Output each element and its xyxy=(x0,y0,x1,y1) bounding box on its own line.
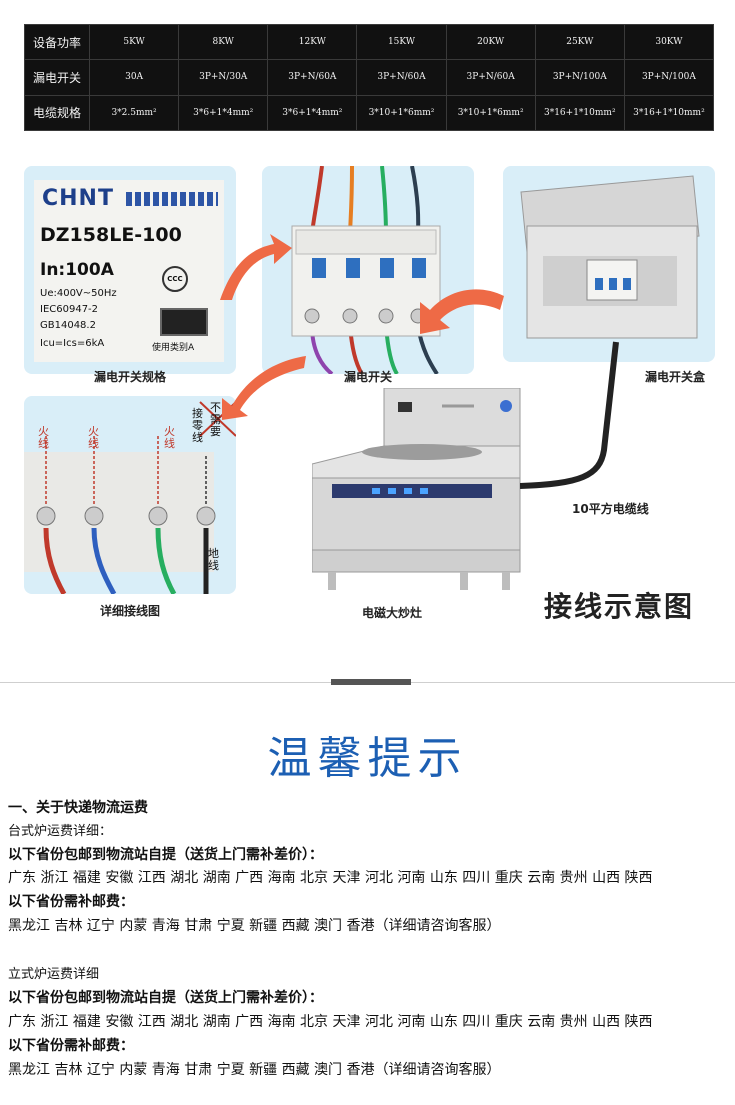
spec-row-label: 漏电开关 xyxy=(24,59,90,96)
label-breaker: 漏电开关 xyxy=(343,370,392,384)
spec-cell: 3*2.5mm² xyxy=(88,94,180,132)
wiring-detail-illustration xyxy=(24,401,236,594)
spec-cell: 3*6+1*4mm² xyxy=(178,94,269,132)
arrow-icon xyxy=(420,289,504,334)
spec-cell: 3*16+1*10mm² xyxy=(623,94,715,132)
label-stove: 电磁大炒灶 xyxy=(361,606,422,620)
spec-cell: 15KW xyxy=(356,23,447,61)
breaker-nameplate: CHNT DZ158LE-100 In:100A CCC Ue:400V~50H… xyxy=(34,180,224,362)
paid-shipping-provinces: 黑龙江 吉林 辽宁 内蒙 青海 甘肃 宁夏 新疆 西藏 澳门 香港（详细请咨询客… xyxy=(8,918,501,934)
spec-cell: 3P+N/60A xyxy=(267,59,358,96)
indicator-window xyxy=(160,308,208,336)
paid-shipping-heading: 以下省份需补邮费： xyxy=(8,1038,134,1054)
spec-cell: 3*6+1*4mm² xyxy=(267,94,358,132)
not-needed-mark: 不需要 xyxy=(210,401,221,438)
spec-cell: 3P+N/60A xyxy=(356,59,447,96)
panel-breaker xyxy=(262,166,474,374)
shipping-heading: 一、关于快递物流运费 xyxy=(8,800,148,816)
spec-cell: 3P+N/60A xyxy=(445,59,536,96)
paid-shipping-heading: 以下省份需补邮费： xyxy=(8,894,134,910)
live-wire-mark: 火线 xyxy=(164,425,175,450)
spec-cell: 3P+N/100A xyxy=(623,59,715,96)
wiring-diagram: CHNT DZ158LE-100 In:100A CCC Ue:400V~50H… xyxy=(0,150,735,640)
induction-stove-illustration xyxy=(312,388,521,590)
panel-wiring-detail xyxy=(24,396,236,594)
panel-switch-spec: CHNT DZ158LE-100 In:100A CCC Ue:400V~50H… xyxy=(24,166,236,374)
label-breaker-box: 漏电开关盒 xyxy=(644,370,705,384)
divider-accent xyxy=(331,679,411,685)
breaker-rating: In:100A xyxy=(40,260,114,280)
spec-cell: 3*16+1*10mm² xyxy=(534,94,625,132)
panel-breaker-box xyxy=(503,166,715,362)
free-shipping-heading: 以下省份包邮到物流站自提（送货上门需补差价）： xyxy=(8,990,323,1006)
label-cable: 10平方电缆线 xyxy=(572,502,649,516)
spec-cell: 5KW xyxy=(88,23,180,61)
label-switch-spec: 漏电开关规格 xyxy=(93,370,166,384)
breaker-model: DZ158LE-100 xyxy=(40,224,182,246)
cable-illustration xyxy=(520,341,619,489)
free-shipping-provinces: 广东 浙江 福建 安徽 江西 湖北 湖南 广西 海南 北京 天津 河北 河南 山… xyxy=(8,1014,653,1030)
spec-row-label: 设备功率 xyxy=(24,23,90,61)
neutral-wire-mark: 接零线 xyxy=(192,407,203,444)
live-wire-mark: 火线 xyxy=(88,425,99,450)
nameplate-line: Icu=Ics=6kA xyxy=(40,338,105,349)
spec-cell: 8KW xyxy=(178,23,269,61)
spec-cell: 3P+N/100A xyxy=(534,59,625,96)
nameplate-line: GB14048.2 xyxy=(40,320,96,331)
paid-shipping-provinces: 黑龙江 吉林 辽宁 内蒙 青海 甘肃 宁夏 新疆 西藏 澳门 香港（详细请咨询客… xyxy=(8,1062,501,1078)
spec-row-label: 电缆规格 xyxy=(24,94,90,132)
breaker-illustration xyxy=(291,166,441,374)
breaker-box-illustration xyxy=(520,175,700,339)
live-wire-mark: 火线 xyxy=(38,425,49,450)
brand-stripe xyxy=(126,192,218,206)
spec-cell: 12KW xyxy=(267,23,358,61)
nameplate-line: Ue:400V~50Hz xyxy=(40,288,117,299)
desktop-shipping-label: 台式炉运费详细： xyxy=(8,824,113,839)
free-shipping-provinces: 广东 浙江 福建 安徽 江西 湖北 湖南 广西 海南 北京 天津 河北 河南 山… xyxy=(8,870,653,886)
label-wiring-detail: 详细接线图 xyxy=(99,604,160,618)
ccc-mark-icon: CCC xyxy=(162,266,188,292)
spec-cell: 3*10+1*6mm² xyxy=(445,94,536,132)
spec-cell: 3*10+1*6mm² xyxy=(356,94,447,132)
use-category: 使用类别A xyxy=(152,343,195,353)
spec-cell: 20KW xyxy=(445,23,536,61)
free-shipping-heading: 以下省份包邮到物流站自提（送货上门需补差价）： xyxy=(8,847,323,863)
spec-cell: 30KW xyxy=(623,23,715,61)
spec-cell: 30A xyxy=(88,59,180,96)
arrow-icon xyxy=(220,234,292,300)
spec-cell: 25KW xyxy=(534,23,625,61)
tips-title: 温馨提示 xyxy=(267,733,468,784)
arrow-icon xyxy=(222,356,306,420)
standing-shipping-label: 立式炉运费详细 xyxy=(8,967,100,982)
nameplate-line: IEC60947-2 xyxy=(40,304,99,315)
brand-logo: CHNT xyxy=(42,186,114,211)
diagram-title: 接线示意图 xyxy=(544,590,695,623)
ground-wire-mark: 地线 xyxy=(208,547,219,572)
spec-cell: 3P+N/30A xyxy=(178,59,269,96)
